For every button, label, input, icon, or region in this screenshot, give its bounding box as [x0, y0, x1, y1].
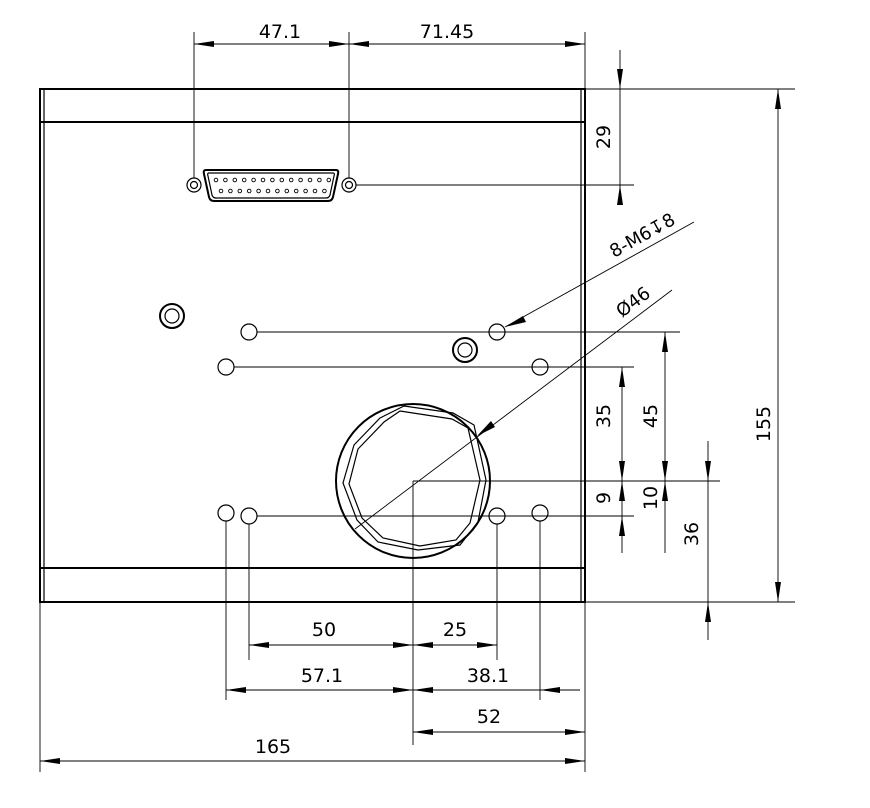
- connector-pin: [265, 188, 271, 194]
- connector-pin: [279, 177, 285, 183]
- connector-pin: [256, 188, 261, 194]
- dim-71-45: 71.45: [420, 21, 474, 43]
- connector-pin: [260, 177, 266, 183]
- dim-45: 45: [640, 404, 662, 428]
- leader-lines: [354, 221, 695, 530]
- connector-pin: [317, 177, 322, 183]
- screw-center: [452, 337, 478, 363]
- extension-lines: [39, 32, 795, 772]
- dimension-labels: 47.1 71.45 29 155 35 45 9 10 36 50 25 57…: [255, 21, 775, 758]
- connector-pin: [275, 188, 280, 194]
- connector-pin: [298, 177, 303, 183]
- connector-pin: [288, 177, 294, 183]
- connector-pin: [284, 188, 290, 194]
- connector-pin: [307, 177, 313, 183]
- plate-outline: [39, 88, 586, 603]
- dimension-lines: [40, 41, 781, 764]
- dsub-connector: [186, 169, 357, 202]
- connector-pin: [228, 188, 233, 194]
- connector-pin: [241, 177, 247, 183]
- connector-pin: [303, 188, 308, 194]
- dim-165: 165: [255, 736, 291, 758]
- diameter-callout: Ø46: [612, 283, 654, 322]
- connector-pin: [312, 188, 318, 194]
- dim-50: 50: [312, 619, 336, 641]
- dim-38-1: 38.1: [467, 665, 509, 687]
- connector-pin: [251, 177, 256, 183]
- connector-pin: [218, 188, 224, 194]
- connector-pin: [237, 188, 243, 194]
- thread-callout: 8-M6↧8: [606, 209, 679, 262]
- dim-10: 10: [640, 486, 662, 510]
- dim-36: 36: [681, 522, 703, 546]
- callout-labels: 8-M6↧8 Ø46: [606, 209, 679, 322]
- connector-pin: [326, 177, 332, 183]
- dim-9: 9: [593, 492, 615, 504]
- connector-pin: [223, 177, 228, 183]
- dim-47-1: 47.1: [259, 21, 301, 43]
- connector-pin: [213, 177, 219, 183]
- dim-155: 155: [753, 406, 775, 442]
- dim-25: 25: [443, 619, 467, 641]
- connector-pin: [322, 188, 327, 194]
- dim-57-1: 57.1: [301, 665, 343, 687]
- connector-pin: [246, 188, 252, 194]
- dim-35: 35: [593, 404, 615, 428]
- connector-pin: [232, 177, 238, 183]
- dim-52: 52: [477, 706, 501, 728]
- connector-pin: [293, 188, 299, 194]
- connector-pin: [270, 177, 275, 183]
- screw-left: [159, 303, 185, 329]
- mounting-holes: [217, 323, 549, 525]
- dim-29: 29: [593, 125, 615, 149]
